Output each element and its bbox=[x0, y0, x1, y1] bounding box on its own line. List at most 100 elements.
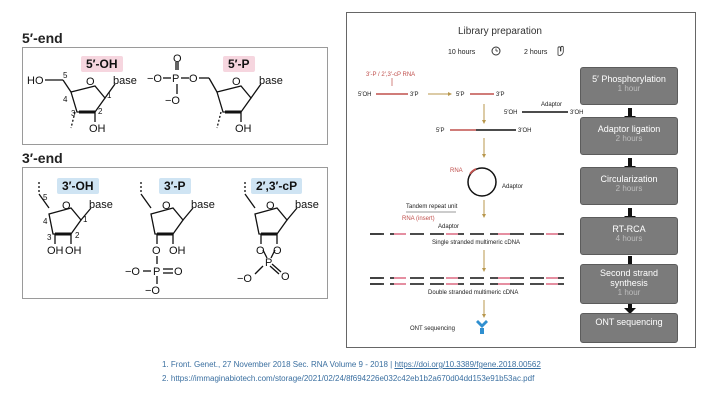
sugar-cp bbox=[244, 182, 298, 275]
base-label: base bbox=[113, 75, 137, 87]
rna-type-label: 3′-P / 2′,3′-cP RNA bbox=[366, 72, 415, 78]
minus-o-4: −O bbox=[145, 285, 160, 297]
label-5oh-a: 5′OH bbox=[358, 92, 371, 98]
p-3p: P bbox=[153, 266, 160, 278]
step-phosphorylation: 5′ Phosphorylation 1 hour bbox=[580, 67, 678, 105]
o-3p: O bbox=[152, 245, 161, 257]
oh-3oh-b: OH bbox=[65, 245, 82, 257]
adaptor-label-b: Adaptor bbox=[502, 184, 523, 190]
label-5oh-b: 5′OH bbox=[504, 110, 517, 116]
label-3p-b: 3′P bbox=[496, 92, 504, 98]
oh-3p: OH bbox=[169, 245, 186, 257]
o-top: O bbox=[173, 53, 182, 65]
reference-1: 1. Front. Genet., 27 November 2018 Sec. … bbox=[162, 360, 541, 369]
step-time: 2 hours bbox=[615, 134, 643, 143]
adaptor-label-a: Adaptor bbox=[541, 102, 562, 108]
p-cp: P bbox=[265, 257, 272, 269]
reference-1-text: 1. Front. Genet., 27 November 2018 Sec. … bbox=[162, 360, 395, 369]
nanopore-icon bbox=[476, 320, 488, 334]
circular-rna bbox=[467, 167, 497, 197]
step-time: 1 hour bbox=[617, 288, 641, 297]
ring-o: O bbox=[86, 76, 95, 88]
sugar-3oh bbox=[38, 182, 92, 244]
three-end-title: 3′-end bbox=[22, 150, 63, 166]
num-4-b: 4 bbox=[43, 217, 48, 226]
num-3-b: 3 bbox=[47, 233, 52, 242]
rna-label: RNA bbox=[450, 168, 463, 174]
ont-seq-label: ONT sequencing bbox=[410, 326, 455, 332]
step-rt-rca: RT-RCA 4 hours bbox=[580, 217, 678, 255]
step-adaptor-ligation: Adaptor ligation 2 hours bbox=[580, 117, 678, 155]
p-label: P bbox=[172, 73, 179, 85]
num-4: 4 bbox=[63, 95, 68, 104]
three-end-structures: 5 4 O 1 3 2 base OH OH O base O OH −O P bbox=[38, 182, 319, 297]
minus-o-5: −O bbox=[237, 273, 252, 285]
tandem-label: Tandem repeat unit bbox=[406, 204, 458, 210]
tag-5-oh: 5′-OH bbox=[81, 56, 123, 72]
reference-1-link[interactable]: https://doi.org/10.3389/fgene.2018.00562 bbox=[394, 360, 541, 369]
num-2-b: 2 bbox=[75, 231, 80, 240]
label-5p-a: 5′P bbox=[456, 92, 464, 98]
hand-icon bbox=[557, 45, 564, 56]
base-cp: base bbox=[295, 199, 319, 211]
time-2-hours: 2 hours bbox=[524, 49, 548, 56]
ring-o-4: O bbox=[162, 200, 171, 212]
base-3oh: base bbox=[89, 199, 113, 211]
o-cp-b: O bbox=[273, 245, 282, 257]
ring-o-3: O bbox=[62, 200, 71, 212]
num-5-b: 5 bbox=[43, 193, 48, 202]
step-circularization: Circularization 2 hours bbox=[580, 167, 678, 205]
five-end-box: 5′-OH 5′-P HO 5 4 O 1 3 2 base OH bbox=[22, 47, 328, 145]
minus-o-3: −O bbox=[125, 266, 140, 278]
ds-cdna-label: Double stranded multimeric cDNA bbox=[428, 290, 518, 296]
base-3p: base bbox=[191, 199, 215, 211]
sugar-5oh bbox=[45, 79, 116, 129]
step-name: Second strand synthesis bbox=[599, 268, 659, 288]
num-2: 2 bbox=[98, 107, 103, 116]
oh-label: OH bbox=[89, 123, 106, 135]
oh-3oh-a: OH bbox=[47, 245, 64, 257]
reference-2[interactable]: 2. https://immaginabiotech.com/storage/2… bbox=[162, 374, 534, 383]
tag-3-p: 3′-P bbox=[159, 178, 191, 194]
time-10-hours: 10 hours bbox=[448, 49, 476, 56]
step-time: 2 hours bbox=[615, 184, 643, 193]
label-5p-b: 5′P bbox=[436, 128, 444, 134]
num-3: 3 bbox=[71, 109, 76, 118]
step-name: RT-RCA bbox=[612, 224, 646, 234]
tag-3-oh: 3′-OH bbox=[57, 178, 99, 194]
num-1: 1 bbox=[107, 91, 112, 100]
three-end-box: 3′-OH 3′-P 2′,3′-cP 5 4 O 1 3 2 base OH … bbox=[22, 167, 328, 299]
ds-cdna-strand bbox=[370, 277, 568, 285]
tag-2-3-cp: 2′,3′-cP bbox=[251, 178, 303, 194]
step-name: 5′ Phosphorylation bbox=[592, 74, 666, 84]
sugar-5p bbox=[163, 62, 262, 129]
step-name: Adaptor ligation bbox=[597, 124, 661, 134]
step-time: 1 hour bbox=[617, 84, 641, 93]
o-3p-dbl: O bbox=[174, 266, 183, 278]
num-1-b: 1 bbox=[83, 215, 88, 224]
adaptor-label-c: Adaptor bbox=[438, 224, 459, 230]
ring-o-2: O bbox=[232, 76, 241, 88]
minus-o-1: −O bbox=[147, 73, 162, 85]
num-5: 5 bbox=[63, 71, 68, 80]
tag-5-p: 5′-P bbox=[223, 56, 255, 72]
ss-cdna-label: Single stranded multimeric cDNA bbox=[432, 240, 520, 246]
library-title: Library preparation bbox=[458, 26, 542, 37]
o-cp-dbl: O bbox=[281, 271, 290, 283]
label-3oh-a: 3′OH bbox=[570, 110, 583, 116]
o-cp-a: O bbox=[256, 245, 265, 257]
clock-icon bbox=[491, 46, 501, 56]
o-ester: O bbox=[189, 73, 198, 85]
oh-label-2: OH bbox=[235, 123, 252, 135]
ho-label: HO bbox=[27, 75, 44, 87]
step-time: 4 hours bbox=[615, 234, 643, 243]
five-end-structures: HO 5 4 O 1 3 2 base OH −O P O −O O O bas bbox=[27, 53, 283, 135]
minus-o-2: −O bbox=[165, 95, 180, 107]
base-label-2: base bbox=[259, 75, 283, 87]
sugar-3p bbox=[140, 182, 194, 284]
step-ont-sequencing: ONT sequencing bbox=[580, 313, 678, 343]
label-3p-a: 3′P bbox=[410, 92, 418, 98]
label-3oh-b: 3′OH bbox=[518, 128, 531, 134]
reference-2-text[interactable]: 2. https://immaginabiotech.com/storage/2… bbox=[162, 374, 535, 383]
step-name: ONT sequencing bbox=[595, 317, 663, 327]
